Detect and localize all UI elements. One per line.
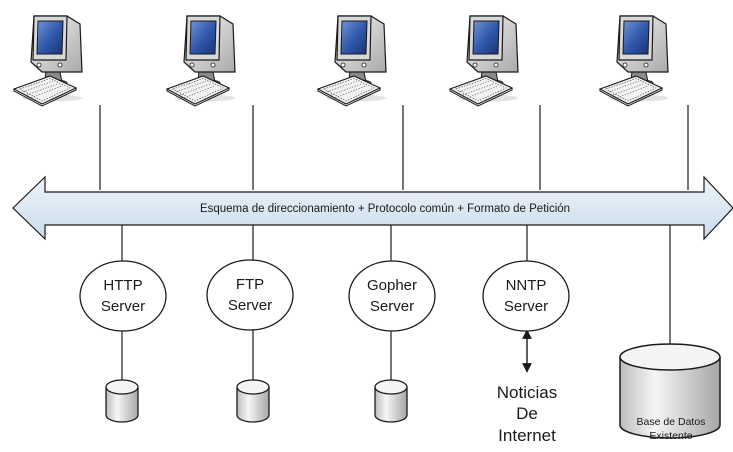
ftp-server-node: FTP Server <box>206 259 294 331</box>
storage-icon <box>236 379 270 423</box>
nntp-server-node: NNTP Server <box>482 260 570 332</box>
protocol-bus: Esquema de direccionamiento + Protocolo … <box>12 175 733 241</box>
workstation-icon <box>317 15 387 107</box>
database-label-line-2: Existente <box>649 430 692 442</box>
server-type: Server <box>504 298 548 315</box>
workstation-icon <box>599 15 669 107</box>
bus-label: Esquema de direccionamiento + Protocolo … <box>200 203 570 215</box>
database-label-line-1: Base de Datos <box>637 416 706 428</box>
client-connectors <box>99 105 689 190</box>
workstation-icon <box>449 15 519 107</box>
server-type: Server <box>101 298 145 315</box>
news-line-1: Noticias <box>497 383 557 402</box>
gopher-server-node: Gopher Server <box>348 260 436 332</box>
storage-icon <box>374 379 408 423</box>
news-line-2: De <box>516 404 538 423</box>
storage-icon <box>105 379 139 423</box>
server-name: Gopher <box>367 277 417 294</box>
server-type: Server <box>370 298 414 315</box>
server-name: NNTP <box>506 277 547 294</box>
internet-news-label: Noticias De Internet <box>497 383 557 445</box>
news-line-3: Internet <box>498 426 556 445</box>
double-arrow <box>12 175 733 241</box>
workstation-icon <box>13 15 83 107</box>
workstation-icon <box>166 15 236 107</box>
server-type: Server <box>228 297 272 314</box>
server-connectors <box>121 225 671 380</box>
existing-database: Base de Datos Existente <box>619 343 721 442</box>
server-name: HTTP <box>103 277 142 294</box>
server-name: FTP <box>236 276 264 293</box>
http-server-node: HTTP Server <box>79 260 167 332</box>
